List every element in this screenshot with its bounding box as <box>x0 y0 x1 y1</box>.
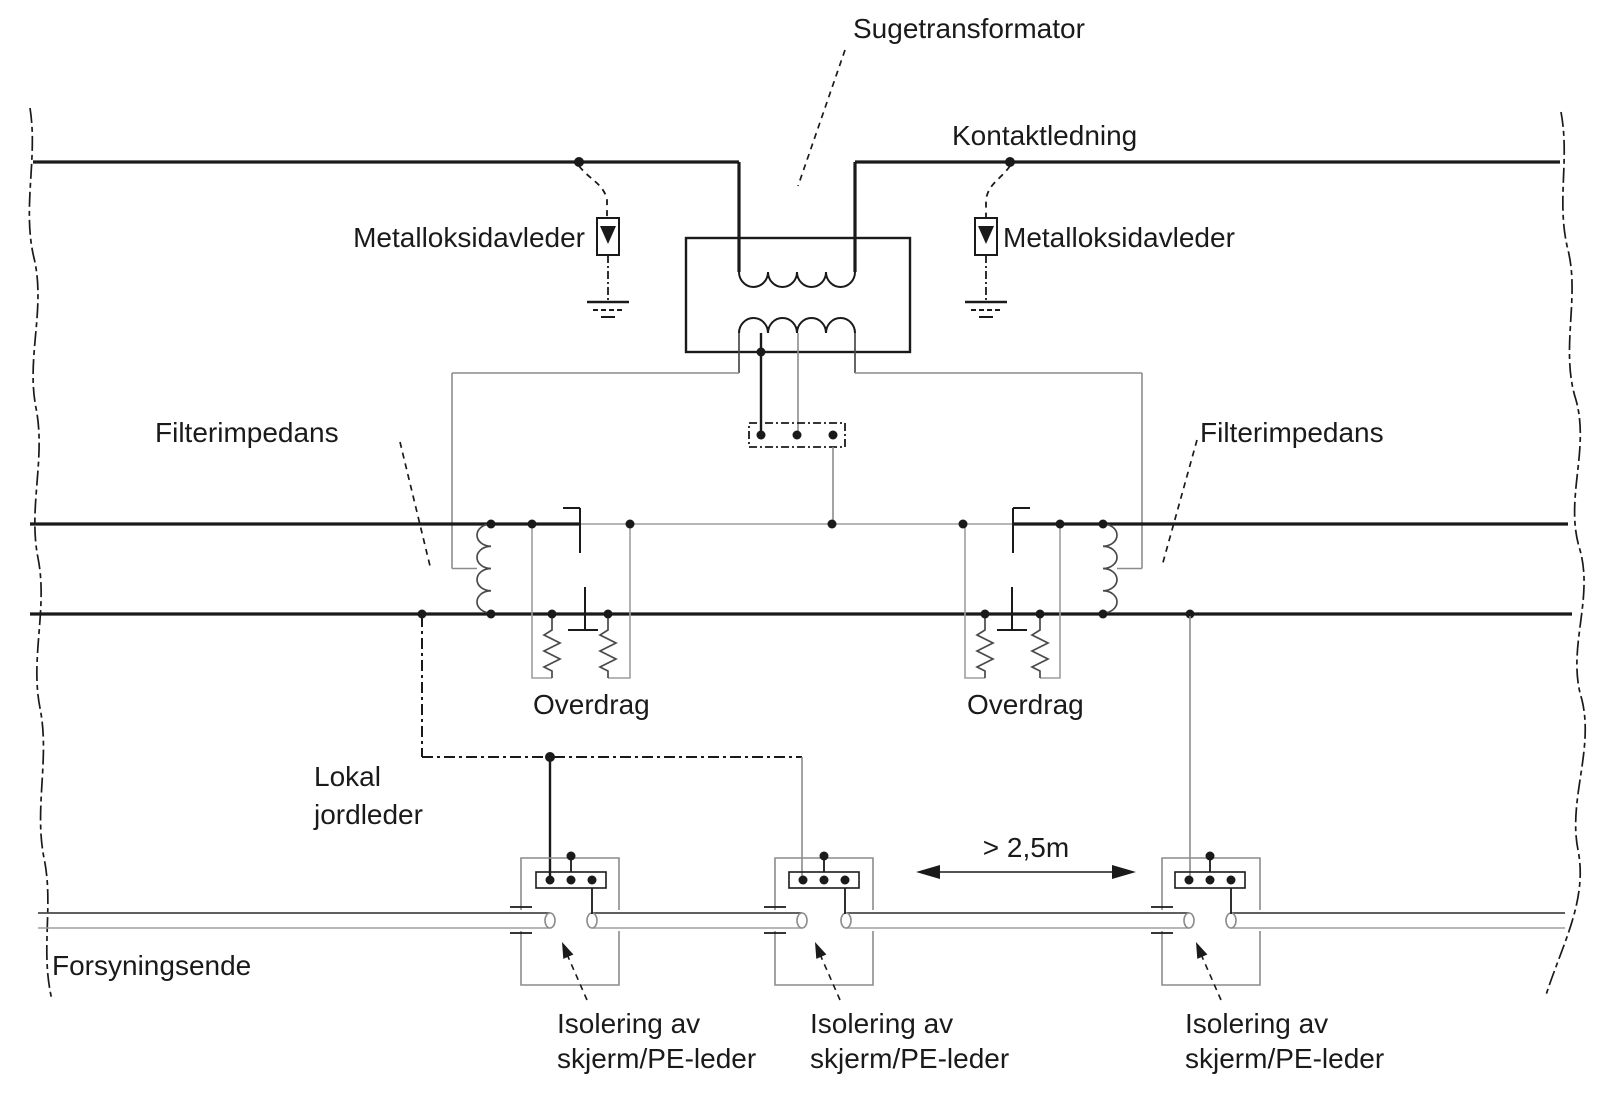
label-kontaktledning: Kontaktledning <box>952 120 1137 151</box>
label-overdrag-right: Overdrag <box>967 689 1084 720</box>
label-isolering-1-line1: Isolering av <box>557 1008 700 1039</box>
spark-gap-icon <box>542 614 562 678</box>
surge-arrester-right <box>965 165 1011 318</box>
label-metalloksidavleder-left: Metalloksidavleder <box>353 222 585 253</box>
ground-icon <box>587 300 629 318</box>
overdrag-left <box>531 524 631 679</box>
label-filterimpedans-right: Filterimpedans <box>1200 417 1384 448</box>
insulated-joint-right-lower <box>997 587 1027 631</box>
arrester-arrow-icon <box>600 226 616 244</box>
spark-gap-icon <box>1030 614 1050 678</box>
rails <box>30 507 1572 631</box>
arrester-arrow-icon <box>978 226 994 244</box>
labels: Sugetransformator Kontaktledning Metallo… <box>52 13 1384 1074</box>
label-forsyningsende: Forsyningsende <box>52 950 251 981</box>
overdrag-right <box>964 524 1061 679</box>
arrow-left-icon <box>916 865 940 879</box>
insulated-joint-right-upper <box>1012 507 1030 553</box>
torn-edge-left <box>28 107 53 1001</box>
coil-icon <box>476 523 492 614</box>
secondary-winding <box>738 317 856 334</box>
ground-icon <box>965 300 1007 318</box>
surge-arrester-left <box>578 165 629 318</box>
shield-isolation-box-1 <box>510 851 620 986</box>
insulated-joint-left-lower <box>568 587 598 631</box>
spark-gap-icon <box>975 614 995 678</box>
label-overdrag-left: Overdrag <box>533 689 650 720</box>
distance-dimension <box>916 865 1136 879</box>
label-isolering-2-line1: Isolering av <box>810 1008 953 1039</box>
label-filterimpedans-left: Filterimpedans <box>155 417 339 448</box>
terminal-link-box <box>748 422 846 524</box>
booster-transformer <box>684 236 912 432</box>
label-isolering-3-line2: skjerm/PE-leder <box>1185 1043 1384 1074</box>
primary-winding <box>738 271 856 288</box>
filter-impedance-left <box>476 523 492 614</box>
label-isolering-3-line1: Isolering av <box>1185 1008 1328 1039</box>
coil-icon <box>1102 523 1118 614</box>
shield-isolation-box-3 <box>1151 851 1261 986</box>
label-sugetransformator: Sugetransformator <box>853 13 1085 44</box>
contact-tap-right <box>1005 157 1015 167</box>
label-isolering-2-line2: skjerm/PE-leder <box>810 1043 1009 1074</box>
return-conductors <box>451 372 1143 570</box>
rail-connection-dots <box>417 519 1195 619</box>
contact-tap-left <box>574 157 584 167</box>
label-lokal: Lokal <box>314 761 381 792</box>
local-earth-conductor <box>421 616 1191 877</box>
shield-isolation-box-2 <box>764 851 874 986</box>
supply-cable <box>38 912 1565 929</box>
label-isolering-1-line2: skjerm/PE-leder <box>557 1043 756 1074</box>
label-metalloksidavleder-right: Metalloksidavleder <box>1003 222 1235 253</box>
leader-lines <box>399 49 1222 1001</box>
insulated-joint-left-upper <box>563 507 581 553</box>
label-jordleder: jordleder <box>313 799 423 830</box>
label-distance: > 2,5m <box>983 832 1069 863</box>
contact-line <box>33 157 1560 272</box>
spark-gap-icon <box>598 614 618 678</box>
arrow-right-icon <box>1112 865 1136 879</box>
torn-edge-right <box>1545 111 1586 996</box>
filter-impedance-right <box>1102 523 1118 614</box>
